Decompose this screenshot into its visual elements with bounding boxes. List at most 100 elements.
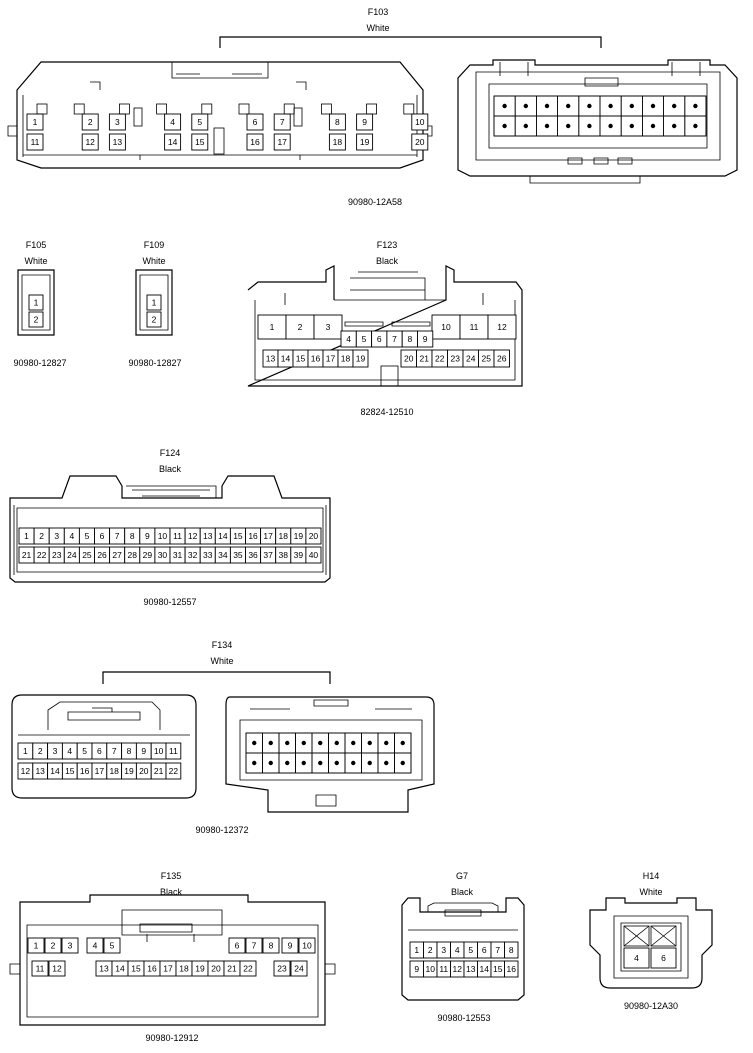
f135-pin: 16 — [147, 964, 157, 974]
f135-pin-cell — [298, 937, 316, 954]
f103-pin-cell — [411, 113, 429, 131]
f135-pin: 15 — [131, 964, 141, 974]
f103-male-terminal — [650, 123, 656, 129]
f105-color: White — [24, 256, 47, 266]
f135-pin: 2 — [51, 941, 56, 951]
f124-pin: 5 — [85, 531, 90, 541]
f124-pin: 24 — [67, 550, 77, 560]
f135-pin: 11 — [36, 964, 45, 974]
f135-pin: 18 — [179, 964, 189, 974]
f123-pin-cell — [459, 314, 489, 340]
f109-pin: 2 — [152, 315, 157, 325]
f105-pin-cell — [28, 294, 44, 311]
h14-color: White — [639, 887, 662, 897]
f124-pin: 22 — [37, 550, 47, 560]
f123-pin: 23 — [451, 354, 461, 364]
f103-pin: 1 — [33, 117, 38, 127]
f135-pin-cell — [86, 937, 104, 954]
f134-male-terminal — [301, 760, 306, 766]
f105-pin-cell — [28, 311, 44, 328]
g7-pin: 11 — [439, 964, 448, 974]
f134-pin: 21 — [154, 766, 164, 776]
f103-male-terminal — [608, 103, 613, 109]
f124-pin: 35 — [233, 550, 243, 560]
f123-pin-cell — [431, 314, 461, 340]
f123-pin: 9 — [423, 334, 428, 344]
f103-male-terminal — [629, 123, 634, 129]
f134-pin: 17 — [95, 766, 105, 776]
f135-housing — [19, 894, 326, 1026]
h14-pin: 4 — [634, 953, 639, 963]
g7-pin: 8 — [509, 945, 514, 955]
f124-pin: 15 — [233, 531, 243, 541]
f103-latch — [238, 103, 250, 115]
f103-pin: 15 — [195, 137, 205, 147]
f134-male-terminal — [285, 760, 290, 766]
f135-pin-cell — [31, 960, 49, 977]
g7-pin: 12 — [453, 964, 463, 974]
f134-pin: 2 — [38, 746, 43, 756]
f123-pin: 16 — [311, 354, 321, 364]
f109-pin-cell — [146, 311, 162, 328]
f123-pin: 13 — [266, 354, 276, 364]
f124-pin: 34 — [218, 550, 228, 560]
f135-pin-cell — [27, 937, 45, 954]
f124-pin: 39 — [294, 550, 304, 560]
f123-pin: 19 — [356, 354, 366, 364]
f103-male-terminal — [672, 103, 677, 109]
f103-pin: 6 — [253, 117, 258, 127]
f124-pin: 10 — [158, 531, 168, 541]
f123-pin: 6 — [377, 334, 382, 344]
f124-pin: 27 — [112, 550, 122, 560]
f134-pin: 8 — [127, 746, 132, 756]
f103-male-terminal — [566, 123, 571, 129]
f124-pin: 30 — [158, 550, 168, 560]
f134-pin: 5 — [82, 746, 87, 756]
f134-pin-cell — [165, 742, 182, 760]
f135-pin-cell — [48, 960, 66, 977]
f134-male-terminal — [252, 760, 257, 766]
g7-pin: 1 — [414, 945, 419, 955]
f103-male-cavity — [684, 115, 707, 137]
f134-bracket — [102, 671, 331, 684]
f103-latch — [201, 103, 213, 115]
f103-housing-rear — [457, 59, 738, 184]
f134-male-terminal — [384, 740, 389, 746]
f134-pin: 10 — [154, 746, 164, 756]
f123-part-number: 82824-12510 — [360, 407, 413, 417]
f134-male-terminal — [252, 740, 257, 746]
f103-pin-cell — [246, 133, 264, 151]
f103-pin-cell — [356, 133, 374, 151]
f103-pin: 11 — [31, 137, 40, 147]
f134-male-cavity — [394, 752, 412, 774]
f135-pin-cell — [290, 960, 308, 977]
f103-male-terminal — [502, 103, 507, 109]
f134-male-terminal — [367, 760, 372, 766]
f103-male-terminal — [587, 103, 592, 109]
f109-pin: 1 — [152, 298, 157, 308]
f124-pin: 8 — [130, 531, 135, 541]
f135-pin-cell — [44, 937, 62, 954]
f124-pin: 14 — [218, 531, 228, 541]
f103-latch — [73, 103, 85, 115]
f124-pin: 18 — [279, 531, 289, 541]
g7-pin: 2 — [428, 945, 433, 955]
f123-pin: 10 — [441, 322, 451, 332]
f134-pin: 7 — [112, 746, 117, 756]
connector-h14: H14 White 4 6 90980-12A30 — [589, 871, 713, 1011]
f103-pin-cell — [108, 113, 126, 131]
f134-pin: 15 — [65, 766, 75, 776]
f134-male-terminal — [384, 760, 389, 766]
f135-pin: 8 — [269, 941, 274, 951]
f103-pin: 7 — [280, 117, 285, 127]
f134-pin: 12 — [21, 766, 31, 776]
f134-color: White — [210, 656, 233, 666]
f123-pin: 15 — [296, 354, 306, 364]
connector-f109: F109 White 12 90980-12827 — [128, 240, 181, 368]
g7-pin: 14 — [480, 964, 490, 974]
g7-pin-cell — [504, 960, 519, 978]
f134-pin: 19 — [124, 766, 134, 776]
f103-pin: 12 — [85, 137, 95, 147]
f123-pin: 8 — [407, 334, 412, 344]
f123-pin-cell — [313, 314, 343, 340]
